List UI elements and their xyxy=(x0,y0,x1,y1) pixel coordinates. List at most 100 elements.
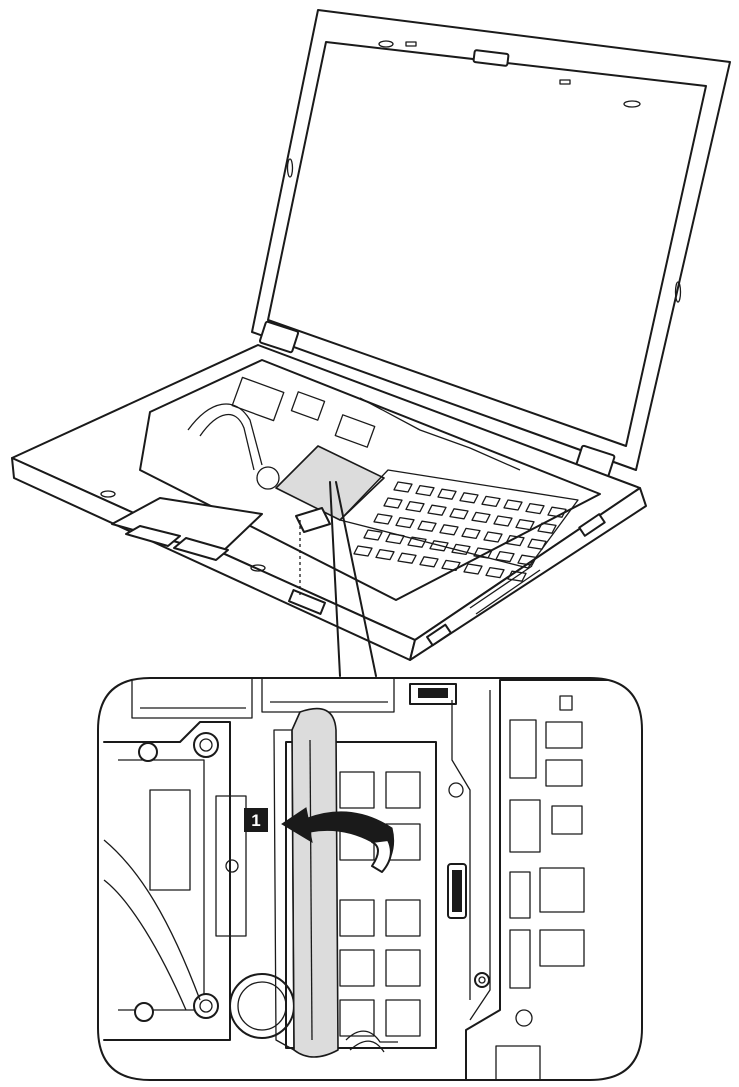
memory-chip xyxy=(385,771,421,809)
detail-top-connector xyxy=(131,678,253,719)
memory-socket xyxy=(285,741,437,1049)
keyboard-pad xyxy=(419,556,439,568)
keyboard-pad xyxy=(507,570,527,582)
keyboard-pad xyxy=(449,508,469,520)
keyboard-pad xyxy=(485,566,505,579)
keyboard-pad xyxy=(525,502,545,515)
detail-board-right xyxy=(465,679,642,1080)
touchpad-button-left xyxy=(125,525,181,547)
screw-icon xyxy=(448,782,464,798)
touchpad-button-right xyxy=(173,537,229,561)
keyboard-pad xyxy=(463,563,483,575)
keyboard-pad xyxy=(429,540,449,552)
detail-cable xyxy=(469,690,491,1021)
display-lid xyxy=(251,9,731,471)
keyboard-pad xyxy=(395,516,415,529)
palmrest-mark xyxy=(100,490,116,498)
keyboard-pad xyxy=(439,524,459,536)
memory-chip xyxy=(339,949,375,987)
detail-coin-battery xyxy=(229,973,295,1039)
insulator-film xyxy=(291,707,339,1058)
bezel-mark xyxy=(405,41,417,47)
heatsink-plate xyxy=(149,789,191,891)
board-cable xyxy=(359,397,521,471)
callout-1: 1 xyxy=(244,808,268,832)
keyboard-pad xyxy=(405,500,425,513)
keyboard-pad xyxy=(459,492,479,504)
keyboard-pad xyxy=(483,531,503,543)
keyboard-pad xyxy=(437,488,457,500)
keyboard-pad xyxy=(515,518,535,531)
memory-chip xyxy=(385,899,421,937)
keyboard-cavity xyxy=(139,359,601,601)
keyboard-pad xyxy=(493,515,513,527)
keyboard-pad xyxy=(363,529,383,541)
magnifier-callout xyxy=(329,481,377,677)
keyboard-pad xyxy=(427,504,447,516)
screw-icon xyxy=(193,993,219,1019)
magnifier-line-left xyxy=(329,481,341,677)
detail-contents xyxy=(103,678,642,1080)
keyboard-pad xyxy=(441,559,461,572)
detail-view: 1 xyxy=(97,677,643,1081)
keyboard-pad xyxy=(547,506,567,518)
screw-icon xyxy=(193,732,219,758)
keyboard-pad xyxy=(353,545,373,557)
side-port-connector xyxy=(578,513,606,537)
keyboard-pad xyxy=(503,499,523,511)
keyboard-pad xyxy=(505,534,525,547)
keyboard-key-pads xyxy=(353,481,567,582)
keyboard-pad xyxy=(417,520,437,532)
callout-1-label: 1 xyxy=(251,811,260,830)
keyboard-pad xyxy=(385,532,405,545)
heatsink-block xyxy=(231,376,285,422)
board-chip xyxy=(290,391,326,421)
keyboard-grid-area xyxy=(339,469,579,569)
callout-1-badge xyxy=(244,808,268,832)
coin-battery xyxy=(256,466,280,490)
keyboard-pad xyxy=(495,550,515,563)
memory-chip xyxy=(385,949,421,987)
screw-hole xyxy=(515,1009,533,1027)
latch-right-icon xyxy=(623,100,641,108)
keyboard-pad xyxy=(383,497,403,509)
palmrest-mark xyxy=(250,564,266,572)
screw-icon xyxy=(138,742,158,762)
keyboard-pad xyxy=(407,536,427,548)
keyboard-pad xyxy=(517,554,537,566)
keyboard-pad xyxy=(537,522,557,534)
heatsink-frame xyxy=(103,721,231,1041)
keyboard-pad xyxy=(373,513,393,525)
memory-chip xyxy=(339,999,375,1037)
front-connector xyxy=(287,589,327,615)
bezel-side-icon xyxy=(674,281,682,303)
bezel-side-icon xyxy=(286,158,294,178)
webcam-icon xyxy=(472,49,510,67)
display-screen xyxy=(267,41,707,447)
hinge-left xyxy=(258,320,300,354)
magnifier-line-right xyxy=(335,481,377,677)
keyboard-pad xyxy=(481,495,501,508)
board-chip xyxy=(334,414,376,448)
screw-icon xyxy=(225,859,239,873)
side-port xyxy=(475,569,541,615)
keyboard-pad xyxy=(415,484,435,497)
heatsink-pipe xyxy=(187,403,263,466)
memory-chip xyxy=(385,999,421,1037)
bezel-mark xyxy=(559,79,571,85)
fingerprint-reader xyxy=(295,507,331,533)
memory-chip xyxy=(339,899,375,937)
keyboard-pad xyxy=(451,543,471,556)
detail-cable xyxy=(451,700,471,1000)
keyboard-pad xyxy=(471,511,491,524)
side-port-connector xyxy=(426,623,452,647)
detail-frame xyxy=(97,677,643,1081)
screw-icon xyxy=(474,972,490,988)
memory-chip xyxy=(339,771,375,809)
keyboard-pad xyxy=(473,547,493,559)
screw-icon xyxy=(134,1002,154,1022)
heatsink-pipe xyxy=(199,413,255,471)
keyboard-pad xyxy=(393,481,413,493)
